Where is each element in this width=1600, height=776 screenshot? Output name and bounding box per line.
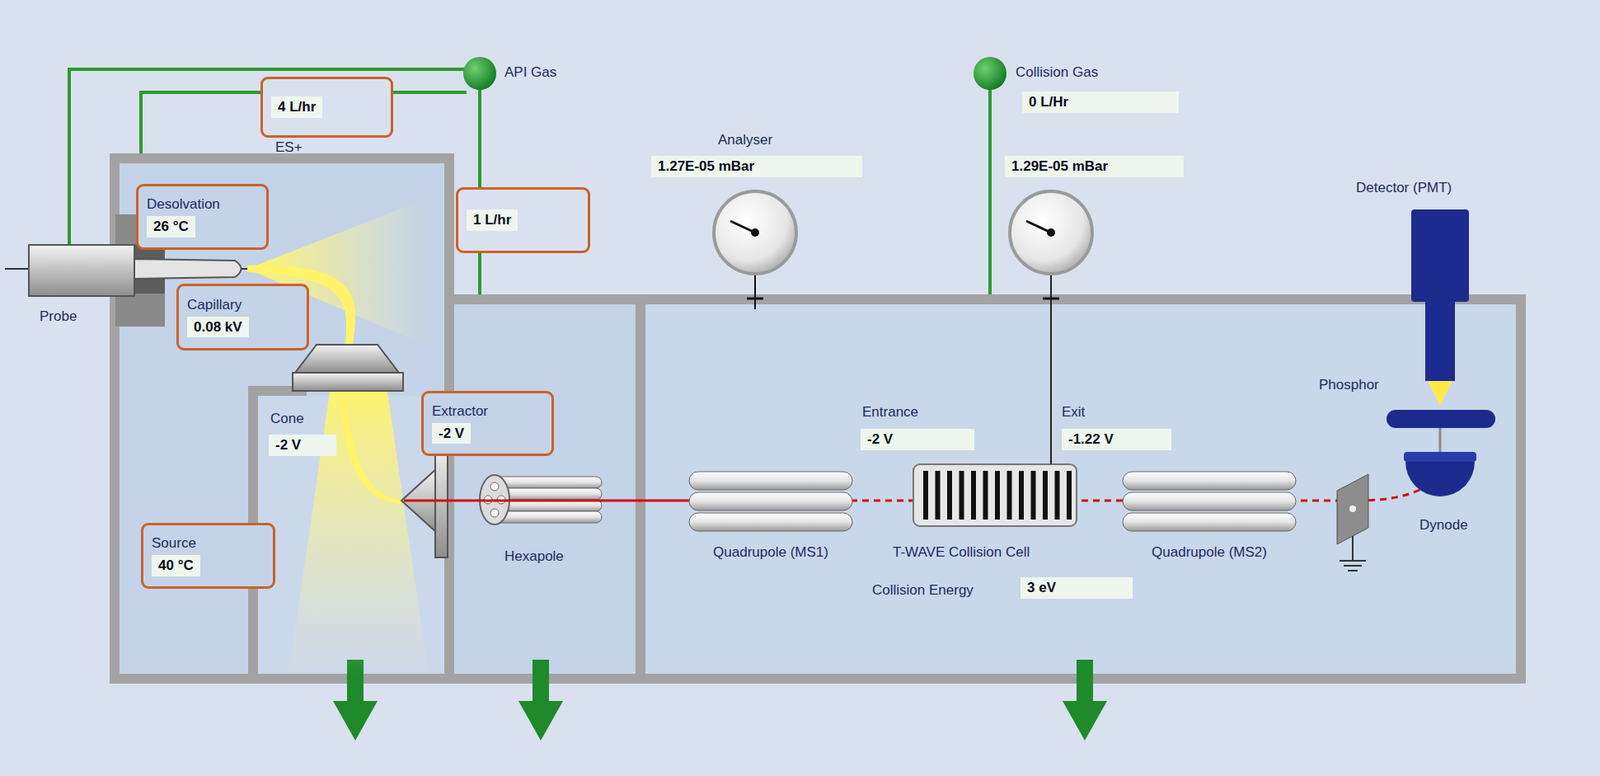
energy-value: 3 eV bbox=[1020, 577, 1133, 599]
setting-callout: Desolvation 26 °C bbox=[136, 183, 269, 250]
pump-arrow bbox=[333, 659, 1108, 741]
setting-value: 26 °C bbox=[146, 215, 196, 238]
gauge-label: Analyser bbox=[717, 131, 773, 149]
tw-electrode bbox=[1055, 470, 1061, 520]
component-label: Probe bbox=[39, 308, 77, 325]
tw-electrode bbox=[1018, 470, 1024, 520]
voltage-value: -2 V bbox=[268, 434, 337, 456]
component-label: Collision Energy bbox=[872, 581, 974, 599]
tw-electrode bbox=[994, 470, 1000, 520]
component-label: Phosphor bbox=[1318, 376, 1380, 394]
component-label: Hexapole bbox=[504, 548, 564, 565]
component-label: T-WAVE Collision Cell bbox=[892, 544, 1030, 561]
tw-electrode bbox=[971, 470, 976, 520]
tw-electrode bbox=[923, 470, 929, 520]
component-label: Quadrupole (MS2) bbox=[1151, 544, 1267, 561]
voltage-value: -1.22 V bbox=[1061, 428, 1172, 451]
sample-cone bbox=[292, 344, 404, 391]
pressure-gauge bbox=[1009, 191, 1093, 465]
flow-value: 0 L/Hr bbox=[1022, 91, 1179, 113]
component-label: Quadrupole (MS1) bbox=[713, 544, 829, 561]
setting-callout: 1 L/hr bbox=[455, 187, 591, 254]
housing bbox=[114, 158, 1521, 679]
component-label: Entrance bbox=[862, 403, 919, 421]
ion-path bbox=[337, 387, 404, 504]
quadrupole-ms2 bbox=[1122, 471, 1296, 531]
gas-label: API Gas bbox=[504, 64, 557, 81]
setting-value: 0.08 kV bbox=[187, 316, 249, 338]
tw-electrode bbox=[947, 470, 953, 520]
quadrupole-ms1 bbox=[689, 471, 853, 531]
setting-value: 4 L/hr bbox=[271, 96, 323, 118]
api-gas-valve bbox=[463, 56, 497, 90]
setting-callout: Capillary 0.08 kV bbox=[176, 283, 310, 351]
pressure-value: 1.29E-05 mBar bbox=[1004, 155, 1184, 178]
gas-label: Collision Gas bbox=[1015, 64, 1098, 81]
tw-electrode bbox=[935, 470, 941, 520]
setting-callout: Source 40 °C bbox=[140, 522, 276, 589]
photomultiplier bbox=[1411, 209, 1469, 406]
tw-electrode bbox=[1031, 470, 1037, 520]
setting-label: Source bbox=[151, 534, 197, 552]
collision-gas-valve bbox=[973, 56, 1007, 90]
setting-callout: Extractor -2 V bbox=[421, 390, 554, 456]
component-label: Dynode bbox=[1419, 516, 1469, 534]
component-label: Cone bbox=[270, 410, 305, 427]
setting-value: 40 °C bbox=[151, 554, 201, 577]
pressure-gauge bbox=[713, 191, 797, 310]
component-label: Exit bbox=[1061, 403, 1085, 421]
tw-electrode bbox=[959, 470, 965, 520]
voltage-value: -2 V bbox=[860, 428, 975, 451]
ground-plate bbox=[1337, 473, 1369, 571]
phosphor-dynode bbox=[1386, 409, 1496, 497]
setting-label: Capillary bbox=[187, 296, 242, 314]
tw-electrode bbox=[983, 470, 989, 520]
setting-label: Extractor bbox=[431, 403, 488, 420]
tw-electrode bbox=[1066, 470, 1072, 520]
collision-cell bbox=[913, 464, 1077, 526]
pressure-value: 1.27E-05 mBar bbox=[651, 155, 863, 178]
setting-value: 1 L/hr bbox=[466, 209, 518, 231]
component-label: Detector (PMT) bbox=[1356, 179, 1452, 197]
setting-label: Desolvation bbox=[146, 196, 221, 213]
setting-callout: 4 L/hr bbox=[260, 76, 394, 138]
tw-electrode bbox=[1042, 470, 1048, 520]
tw-electrode bbox=[1007, 470, 1013, 520]
mode-label: ES+ bbox=[275, 139, 303, 156]
ion-beam bbox=[403, 499, 690, 503]
setting-value: -2 V bbox=[431, 422, 471, 445]
